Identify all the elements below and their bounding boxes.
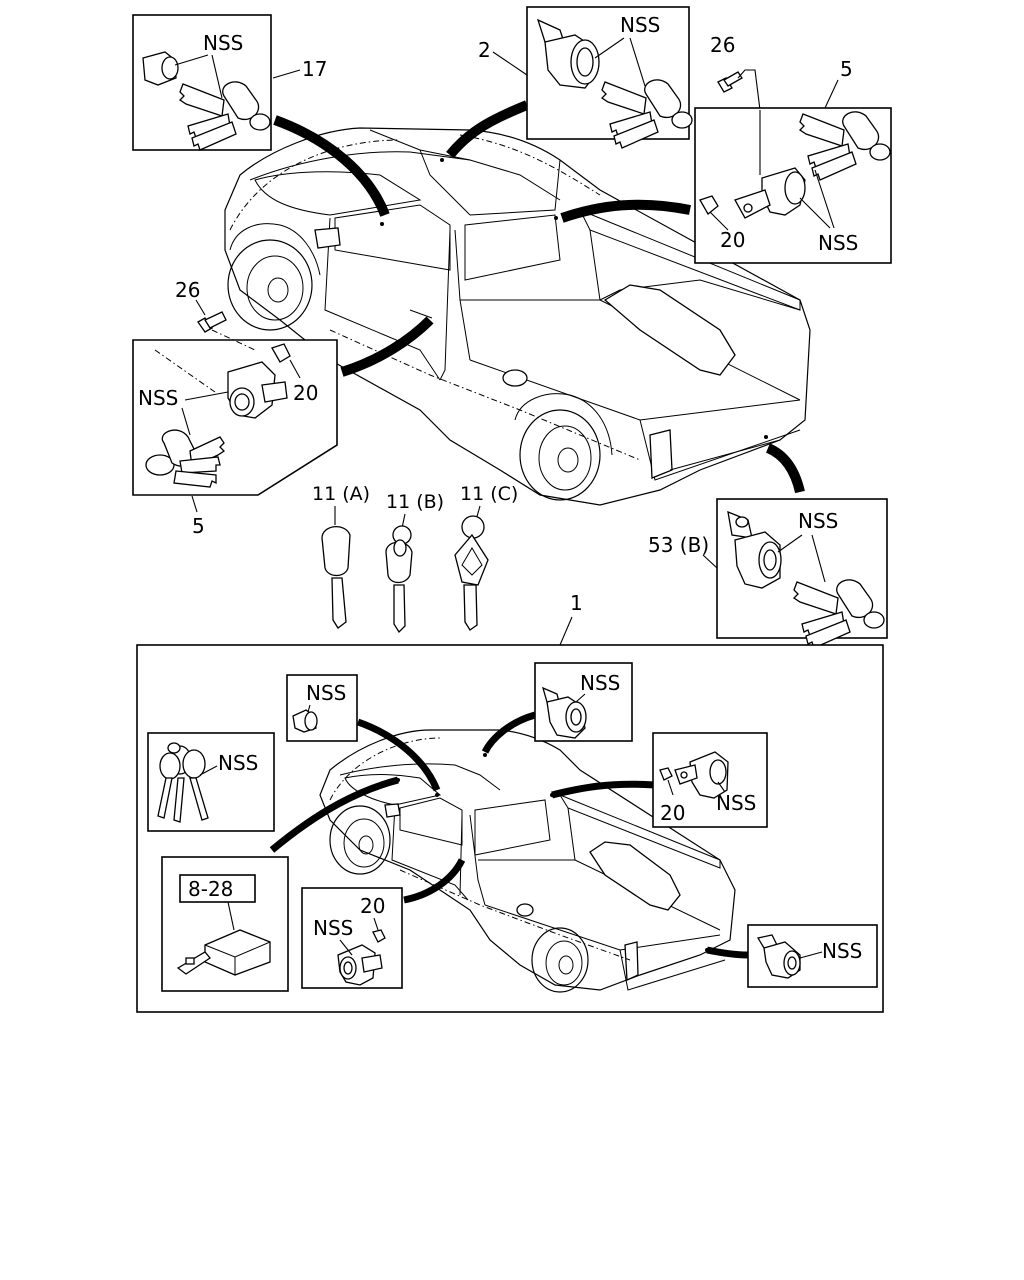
keys-group: 11 (A) 11 (B) 11 (C): [312, 483, 518, 634]
label-ref-20-left: 20: [293, 381, 318, 405]
label-ref-5-left: 5: [192, 514, 205, 538]
label-nss-2: NSS: [620, 13, 660, 37]
callout-53b-box: NSS: [716, 498, 888, 649]
label-nss-53b: NSS: [798, 509, 838, 533]
label-ref-8-28: 8-28: [188, 877, 233, 901]
label-key-b: 11 (B): [386, 491, 444, 513]
label-ref-1: 1: [570, 591, 583, 615]
label-key-c: 11 (C): [460, 483, 518, 505]
callout-arrows-top: [273, 100, 805, 494]
label-nss-kit-top: NSS: [306, 681, 346, 705]
callout-17-box: NSS: [132, 14, 272, 151]
label-ref-20-kit-bottom: 20: [360, 894, 385, 918]
callout-2-box: NSS: [526, 6, 693, 149]
label-nss-5-left: NSS: [138, 386, 178, 410]
label-nss-kit-tailgate: NSS: [822, 939, 862, 963]
label-ref-26-left: 26: [175, 278, 200, 302]
kit-1-frame: NSS NSS NSS 20 NSS: [136, 644, 884, 1013]
label-nss-17: NSS: [203, 31, 243, 55]
label-nss-kit-keys: NSS: [218, 751, 258, 775]
callout-5-left-box: 20 NSS: [132, 329, 338, 496]
label-nss-5-top: NSS: [818, 231, 858, 255]
label-ref-5-top: 5: [840, 57, 853, 81]
label-ref-20-kit-right: 20: [660, 801, 685, 825]
callout-5-top-box: 20 NSS: [694, 107, 892, 264]
label-nss-kit-bottom: NSS: [313, 916, 353, 940]
label-key-a: 11 (A): [312, 483, 370, 505]
label-ref-26-top: 26: [710, 33, 735, 57]
label-ref-20-top: 20: [720, 228, 745, 252]
label-nss-kit-right: NSS: [716, 791, 756, 815]
label-ref-2: 2: [478, 38, 491, 62]
label-nss-kit-top-right: NSS: [580, 671, 620, 695]
label-ref-17: 17: [302, 57, 327, 81]
label-ref-53b: 53 (B): [648, 533, 709, 557]
